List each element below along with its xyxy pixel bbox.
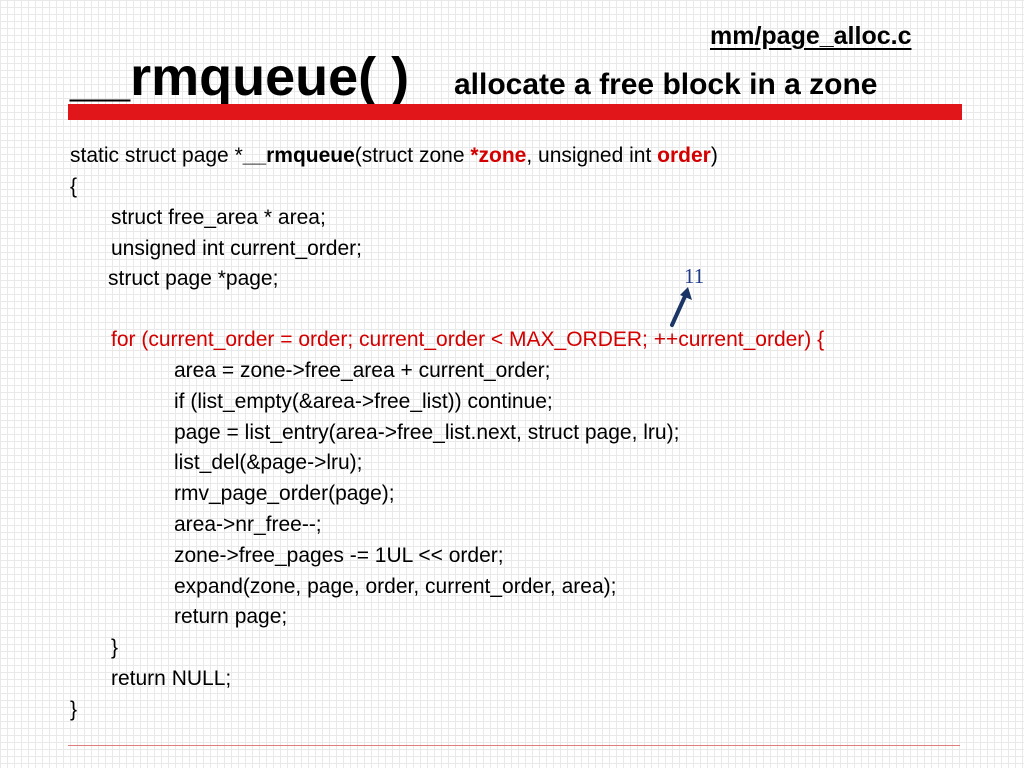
signature-part: (struct zone — [354, 144, 471, 167]
code-line-body: expand(zone, page, order, current_order,… — [174, 575, 617, 598]
slide-subtitle: allocate a free block in a zone — [454, 68, 878, 101]
code-line-for-loop: for (current_order = order; current_orde… — [111, 328, 825, 351]
signature-part: , unsigned int — [526, 144, 658, 167]
code-line-body: zone->free_pages -= 1UL << order; — [174, 544, 504, 567]
code-open-brace: { — [70, 175, 78, 198]
signature-prefix: static struct page * — [70, 144, 243, 167]
bottom-divider — [68, 745, 960, 746]
code-line-area-decl: struct free_area * area; — [111, 206, 326, 229]
slide-title: __rmqueue( ) — [70, 47, 410, 107]
code-line-body: page = list_entry(area->free_list.next, … — [174, 421, 680, 444]
code-line-return-null: return NULL; — [111, 667, 232, 690]
code-line-body: area->nr_free--; — [174, 513, 322, 536]
code-line-body: area = zone->free_area + current_order; — [174, 359, 551, 382]
function-name: __rmqueue — [242, 144, 355, 167]
title-underline-bar — [68, 104, 962, 120]
signature-end: ) — [710, 144, 718, 167]
code-close-brace: } — [70, 698, 78, 721]
param-zone: *zone — [470, 144, 527, 167]
code-line-body: rmv_page_order(page); — [174, 482, 395, 505]
param-order: order — [657, 144, 711, 167]
code-close-loop-brace: } — [111, 636, 119, 659]
code-line-page-decl: struct page *page; — [108, 267, 279, 290]
code-line-body: return page; — [174, 605, 288, 628]
file-path-label: mm/page_alloc.c — [710, 22, 912, 50]
code-line-order-decl: unsigned int current_order; — [111, 237, 362, 260]
annotation-arrow-icon — [670, 287, 692, 327]
code-line-body: list_del(&page->lru); — [174, 451, 363, 474]
code-line-body: if (list_empty(&area->free_list)) contin… — [174, 390, 553, 413]
max-order-annotation: 11 — [684, 264, 705, 288]
function-signature: static struct page *__rmqueue(struct zon… — [70, 143, 718, 169]
